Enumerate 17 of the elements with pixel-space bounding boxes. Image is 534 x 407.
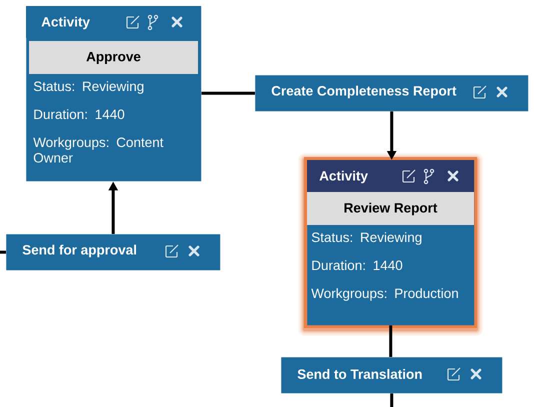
workgroups-text: Workgroups: Production — [311, 288, 458, 301]
card-header: Activity — [26, 6, 201, 38]
connector-line — [0, 250, 6, 254]
duration-text: Duration: 1440 — [312, 260, 402, 270]
status-text: Status: Reviewing — [34, 81, 144, 94]
task-name-band: Review Report — [307, 192, 474, 225]
task-bar: Create Completeness Report — [255, 75, 528, 112]
task-bar: Send to Translation — [281, 357, 502, 394]
workgroups-text: Workgroups: Content Owner — [33, 137, 164, 163]
status-text: Status: Reviewing — [312, 232, 422, 245]
task-name-band: Approve — [29, 41, 198, 74]
connector-line — [201, 92, 255, 95]
card-header: Activity — [307, 160, 474, 192]
task-bar: Send for approval — [6, 234, 220, 270]
connector-line — [389, 325, 392, 357]
connector-line — [390, 393, 394, 407]
duration-text: Duration: 1440 — [34, 109, 124, 120]
